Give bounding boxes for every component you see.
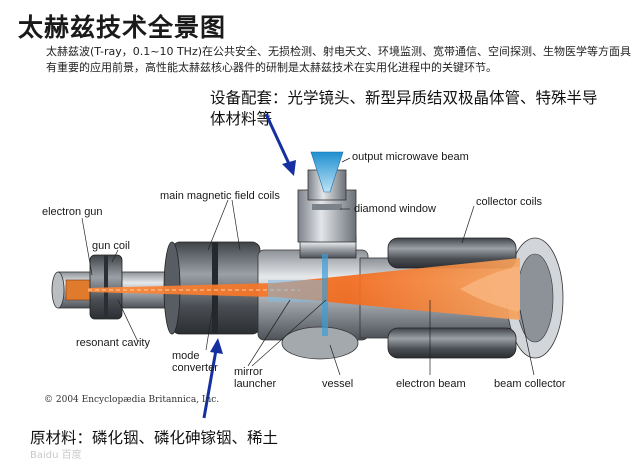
materials-note: 原材料：磷化铟、磷化砷镓铟、稀土 (30, 429, 279, 447)
label-collector-coils: collector coils (476, 196, 543, 208)
page-title: 太赫兹技术全景图 (18, 13, 227, 42)
label-mode-converter: mode converter (172, 350, 218, 374)
label-electron-gun: electron gun (42, 206, 103, 218)
mirror-launcher (322, 254, 328, 336)
watermark: Baidu 百度 (30, 450, 82, 461)
label-diamond-window: diamond window (354, 203, 436, 215)
label-resonant-cavity: resonant cavity (76, 337, 150, 349)
leader-lines (81, 157, 535, 376)
supplier-arrow (264, 113, 296, 176)
label-mirror-launcher: mirror launcher (234, 366, 277, 390)
label-beam-collector: beam collector (494, 378, 566, 390)
label-vessel: vessel (322, 378, 354, 390)
label-output-beam: output microwave beam (352, 151, 469, 163)
copyright: © 2004 Encyclopædia Britannica, Inc. (44, 395, 220, 405)
materials-arrow (202, 338, 223, 419)
label-main-coils: main magnetic field coils (160, 190, 280, 202)
intro-paragraph: 太赫兹波(T-ray，0.1~10 THz)在公共安全、无损检测、射电天文、环境… (46, 45, 632, 74)
output-port (297, 151, 357, 243)
diamond-window (312, 204, 342, 210)
mode-converter (268, 280, 322, 302)
gun-coil (89, 254, 123, 320)
output-microwave-beam (310, 151, 344, 193)
label-electron-beam: electron beam (396, 378, 466, 390)
label-gun-coil: gun coil (92, 240, 130, 252)
equipment-note: 设备配套：光学镜头、新型异质结双极晶体管、特殊半导体材料等 (210, 89, 598, 128)
